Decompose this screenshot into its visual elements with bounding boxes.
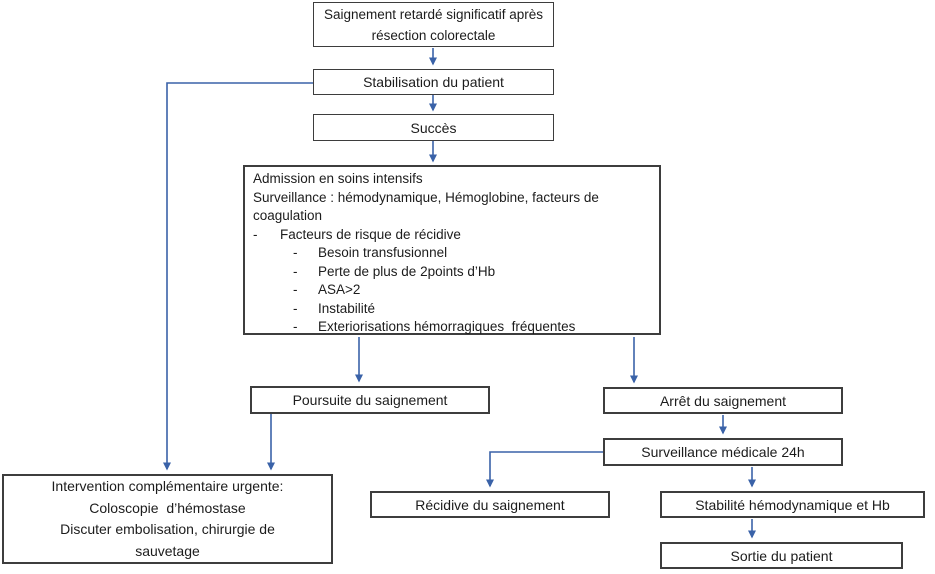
bullet-dash: - (293, 319, 298, 334)
node-label: Saignement retardé significatif après (323, 6, 544, 22)
node-label: coagulation (253, 208, 323, 223)
node-label: Instabilité (318, 300, 376, 316)
node-discharge: Sortie du patient (660, 542, 903, 569)
node-label: Exteriorisations hémorragiques fréquente… (318, 319, 576, 334)
icu-bullet-line: - Besoin transfusionnel (253, 244, 447, 263)
node-label: Surveillance : hémodynamique, Hémoglobin… (253, 189, 599, 205)
elbow-stabilisation-to-intervention (163, 82, 313, 471)
icu-bullet-line: - Instabilité (253, 300, 375, 319)
node-label: Perte de plus de 2points d’Hb (318, 263, 496, 279)
icu-bullet-line: - Perte de plus de 2points d’Hb (253, 263, 495, 282)
bullet-dash: - (293, 282, 298, 297)
node-ongoing-bleeding: Poursuite du saignement (250, 386, 490, 414)
node-success: Succès (313, 114, 554, 141)
bullet-dash: - (293, 300, 298, 316)
node-urgent-intervention: Intervention complémentaire urgente: Col… (2, 474, 333, 564)
elbow-monitoring-to-rebleeding (486, 451, 603, 488)
node-label: Admission en soins intensifs (253, 171, 423, 186)
node-bleeding-stopped: Arrêt du saignement (603, 387, 843, 414)
icu-text-line: coagulation (253, 207, 322, 226)
node-stabilisation: Stabilisation du patient (313, 69, 554, 95)
node-label: Coloscopie d’hémostase (89, 499, 246, 516)
node-delayed-bleeding: Saignement retardé significatif après ré… (313, 2, 554, 47)
node-label: sauvetage (135, 542, 200, 559)
icu-bullet-line: - ASA>2 (253, 281, 360, 300)
bullet-dash: - (293, 263, 298, 279)
bullet-dash: - (293, 245, 298, 260)
node-label: Intervention complémentaire urgente: (51, 478, 284, 494)
node-label: Stabilisation du patient (363, 74, 504, 90)
icu-bullet-line: - Exteriorisations hémorragiques fréquen… (253, 318, 575, 337)
node-label: Discuter embolisation, chirurgie de (60, 521, 275, 537)
node-label: Sortie du patient (730, 547, 833, 564)
node-hemodynamic-stability: Stabilité hémodynamique et Hb (660, 491, 925, 518)
bullet-dash: - (253, 226, 258, 242)
node-label: résection colorectale (371, 27, 496, 43)
icu-text-line: Surveillance : hémodynamique, Hémoglobin… (253, 189, 599, 208)
node-24h-monitoring: Surveillance médicale 24h (603, 438, 843, 466)
node-label: Stabilité hémodynamique et Hb (695, 496, 890, 513)
node-label: ASA>2 (318, 282, 361, 297)
node-rebleeding: Récidive du saignement (370, 491, 610, 518)
node-label: Arrêt du saignement (659, 392, 787, 409)
node-label: Récidive du saignement (415, 496, 565, 513)
node-label: Succès (410, 119, 457, 136)
icu-text-line: Admission en soins intensifs (253, 170, 423, 189)
icu-bullet-line: - Facteurs de risque de récidive (253, 226, 461, 245)
node-label: Besoin transfusionnel (318, 245, 448, 260)
node-icu-admission: Admission en soins intensifs Surveillanc… (243, 165, 661, 335)
node-label: Facteurs de risque de récidive (280, 226, 461, 242)
node-label: Poursuite du saignement (292, 392, 448, 408)
node-label: Surveillance médicale 24h (641, 444, 805, 460)
